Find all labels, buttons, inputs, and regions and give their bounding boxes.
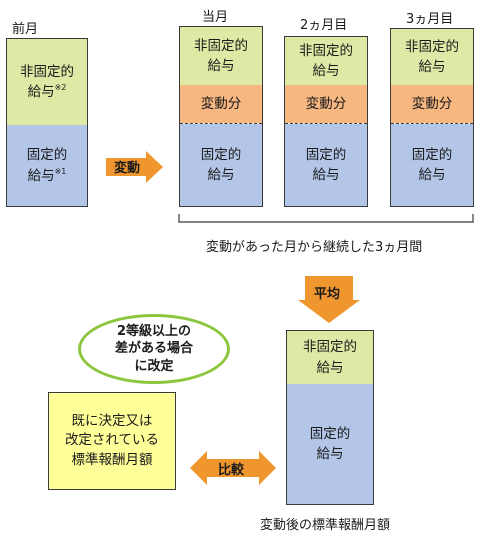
existing-remuneration-box: 既に決定又は 改定されている 標準報酬月額 bbox=[48, 392, 176, 490]
average-arrow-label: 平均 bbox=[314, 287, 341, 302]
result-fixed-segment: 固定的 給与 bbox=[287, 384, 373, 504]
period-bracket-icon bbox=[178, 214, 474, 223]
prev-nonfixed-segment: 非固定的 給与※2 bbox=[7, 39, 87, 125]
condition-oval: 2等級以上の 差がある場合 に改定 bbox=[78, 314, 230, 384]
month1-bar: 非固定的 給与 変動分 固定的 給与 bbox=[179, 26, 263, 207]
month2-bar: 非固定的 給与 変動分 固定的 給与 bbox=[284, 36, 368, 207]
prev-fixed-segment: 固定的 給与※1 bbox=[7, 125, 87, 206]
prev-month-bar: 非固定的 給与※2 固定的 給与※1 bbox=[6, 38, 88, 207]
result-caption: 変動後の標準報酬月額 bbox=[260, 518, 391, 533]
month2-nonfixed-segment: 非固定的 給与 bbox=[285, 37, 367, 85]
compare-arrow-label: 比較 bbox=[218, 463, 245, 478]
month2-fixed-segment: 固定的 給与 bbox=[285, 124, 367, 206]
prev-fixed-label: 固定的 給与 bbox=[26, 147, 68, 184]
month2-change-segment: 変動分 bbox=[285, 85, 367, 123]
condition-text: 2等級以上の 差がある場合 に改定 bbox=[114, 323, 193, 374]
month3-title: 3ヵ月目 bbox=[406, 12, 454, 27]
month1-change-segment: 変動分 bbox=[180, 85, 262, 123]
prev-nonfixed-label: 非固定的 給与 bbox=[20, 63, 74, 100]
prev-month-title: 前月 bbox=[12, 22, 39, 37]
compare-arrow-icon bbox=[190, 451, 276, 485]
change-arrow-icon bbox=[106, 151, 163, 183]
month3-nonfixed-segment: 非固定的 給与 bbox=[391, 29, 473, 85]
period-caption: 変動があった月から継続した3ヵ月間 bbox=[206, 240, 423, 255]
result-nonfixed-segment: 非固定的 給与 bbox=[287, 331, 373, 384]
existing-remuneration-text: 既に決定又は 改定されている 標準報酬月額 bbox=[64, 412, 160, 468]
prev-nonfixed-note: ※2 bbox=[54, 83, 67, 92]
change-arrow-label: 変動 bbox=[114, 161, 141, 176]
month1-nonfixed-segment: 非固定的 給与 bbox=[180, 27, 262, 85]
month3-change-segment: 変動分 bbox=[391, 85, 473, 123]
average-arrow-icon bbox=[298, 276, 360, 323]
month2-title: 2ヵ月目 bbox=[300, 18, 348, 33]
month3-bar: 非固定的 給与 変動分 固定的 給与 bbox=[390, 28, 474, 207]
month1-title: 当月 bbox=[202, 10, 229, 25]
prev-fixed-note: ※1 bbox=[54, 166, 67, 176]
month3-fixed-segment: 固定的 給与 bbox=[391, 124, 473, 206]
month1-fixed-segment: 固定的 給与 bbox=[180, 124, 262, 206]
result-bar: 非固定的 給与 固定的 給与 bbox=[286, 330, 374, 505]
